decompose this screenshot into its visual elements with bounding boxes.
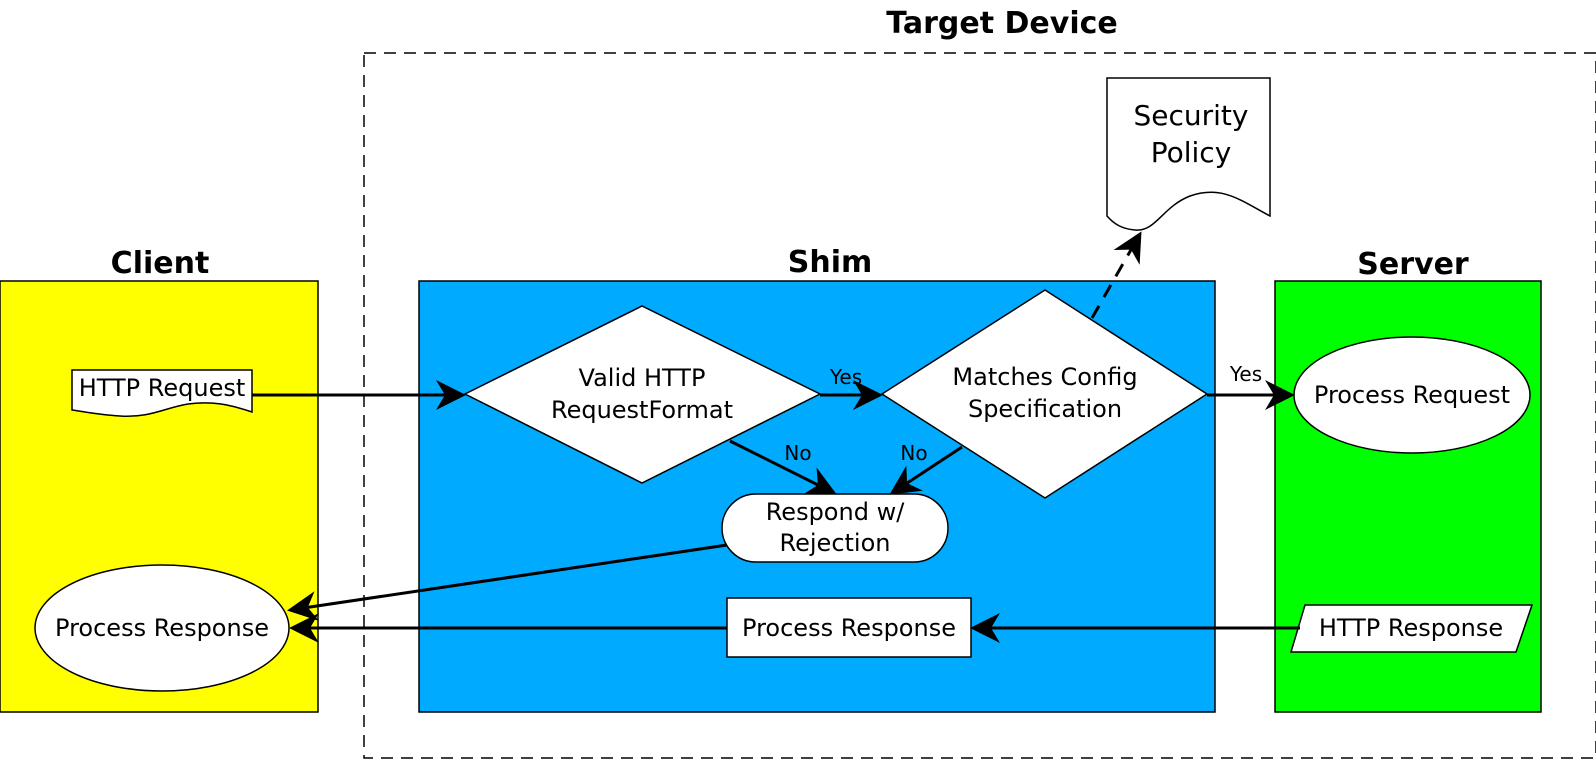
security-policy-label-1: Security: [1134, 99, 1249, 132]
security-policy-label-2: Policy: [1151, 136, 1232, 169]
shim-process-response-label: Process Response: [742, 614, 956, 642]
valid-http-label-2: RequestFormat: [551, 396, 733, 424]
http-response-label: HTTP Response: [1319, 614, 1503, 642]
target-device-boundary: [363, 52, 1596, 759]
respond-rejection-label-2: Rejection: [780, 529, 891, 557]
matches-config-label-2: Specification: [968, 395, 1122, 423]
client-process-response-label: Process Response: [55, 614, 269, 642]
matches-config-label-1: Matches Config: [952, 363, 1137, 391]
config-no-label: No: [900, 441, 927, 465]
client-title: Client: [111, 246, 210, 281]
valid-http-label-1: Valid HTTP: [579, 364, 706, 392]
valid-yes-label: Yes: [829, 365, 862, 389]
http-response-parallelogram: [1289, 604, 1534, 653]
arrow-config-no: [889, 445, 963, 495]
valid-no-label: No: [784, 441, 811, 465]
http-request-label: HTTP Request: [79, 374, 246, 402]
arrow-config-to-policy: [1090, 231, 1142, 319]
respond-rejection-label-1: Respond w/: [766, 498, 905, 526]
process-request-label: Process Request: [1314, 381, 1510, 409]
arrow-rejection-to-client: [287, 543, 728, 621]
server-title: Server: [1357, 247, 1469, 282]
shim-process-response-box: [726, 597, 972, 658]
shim-title: Shim: [788, 245, 873, 280]
http-request-document: [71, 369, 253, 417]
arrow-valid-no: [729, 439, 837, 495]
security-policy-document: [1106, 77, 1271, 231]
config-yes-label: Yes: [1229, 362, 1262, 386]
target-device-title: Target Device: [886, 6, 1117, 41]
